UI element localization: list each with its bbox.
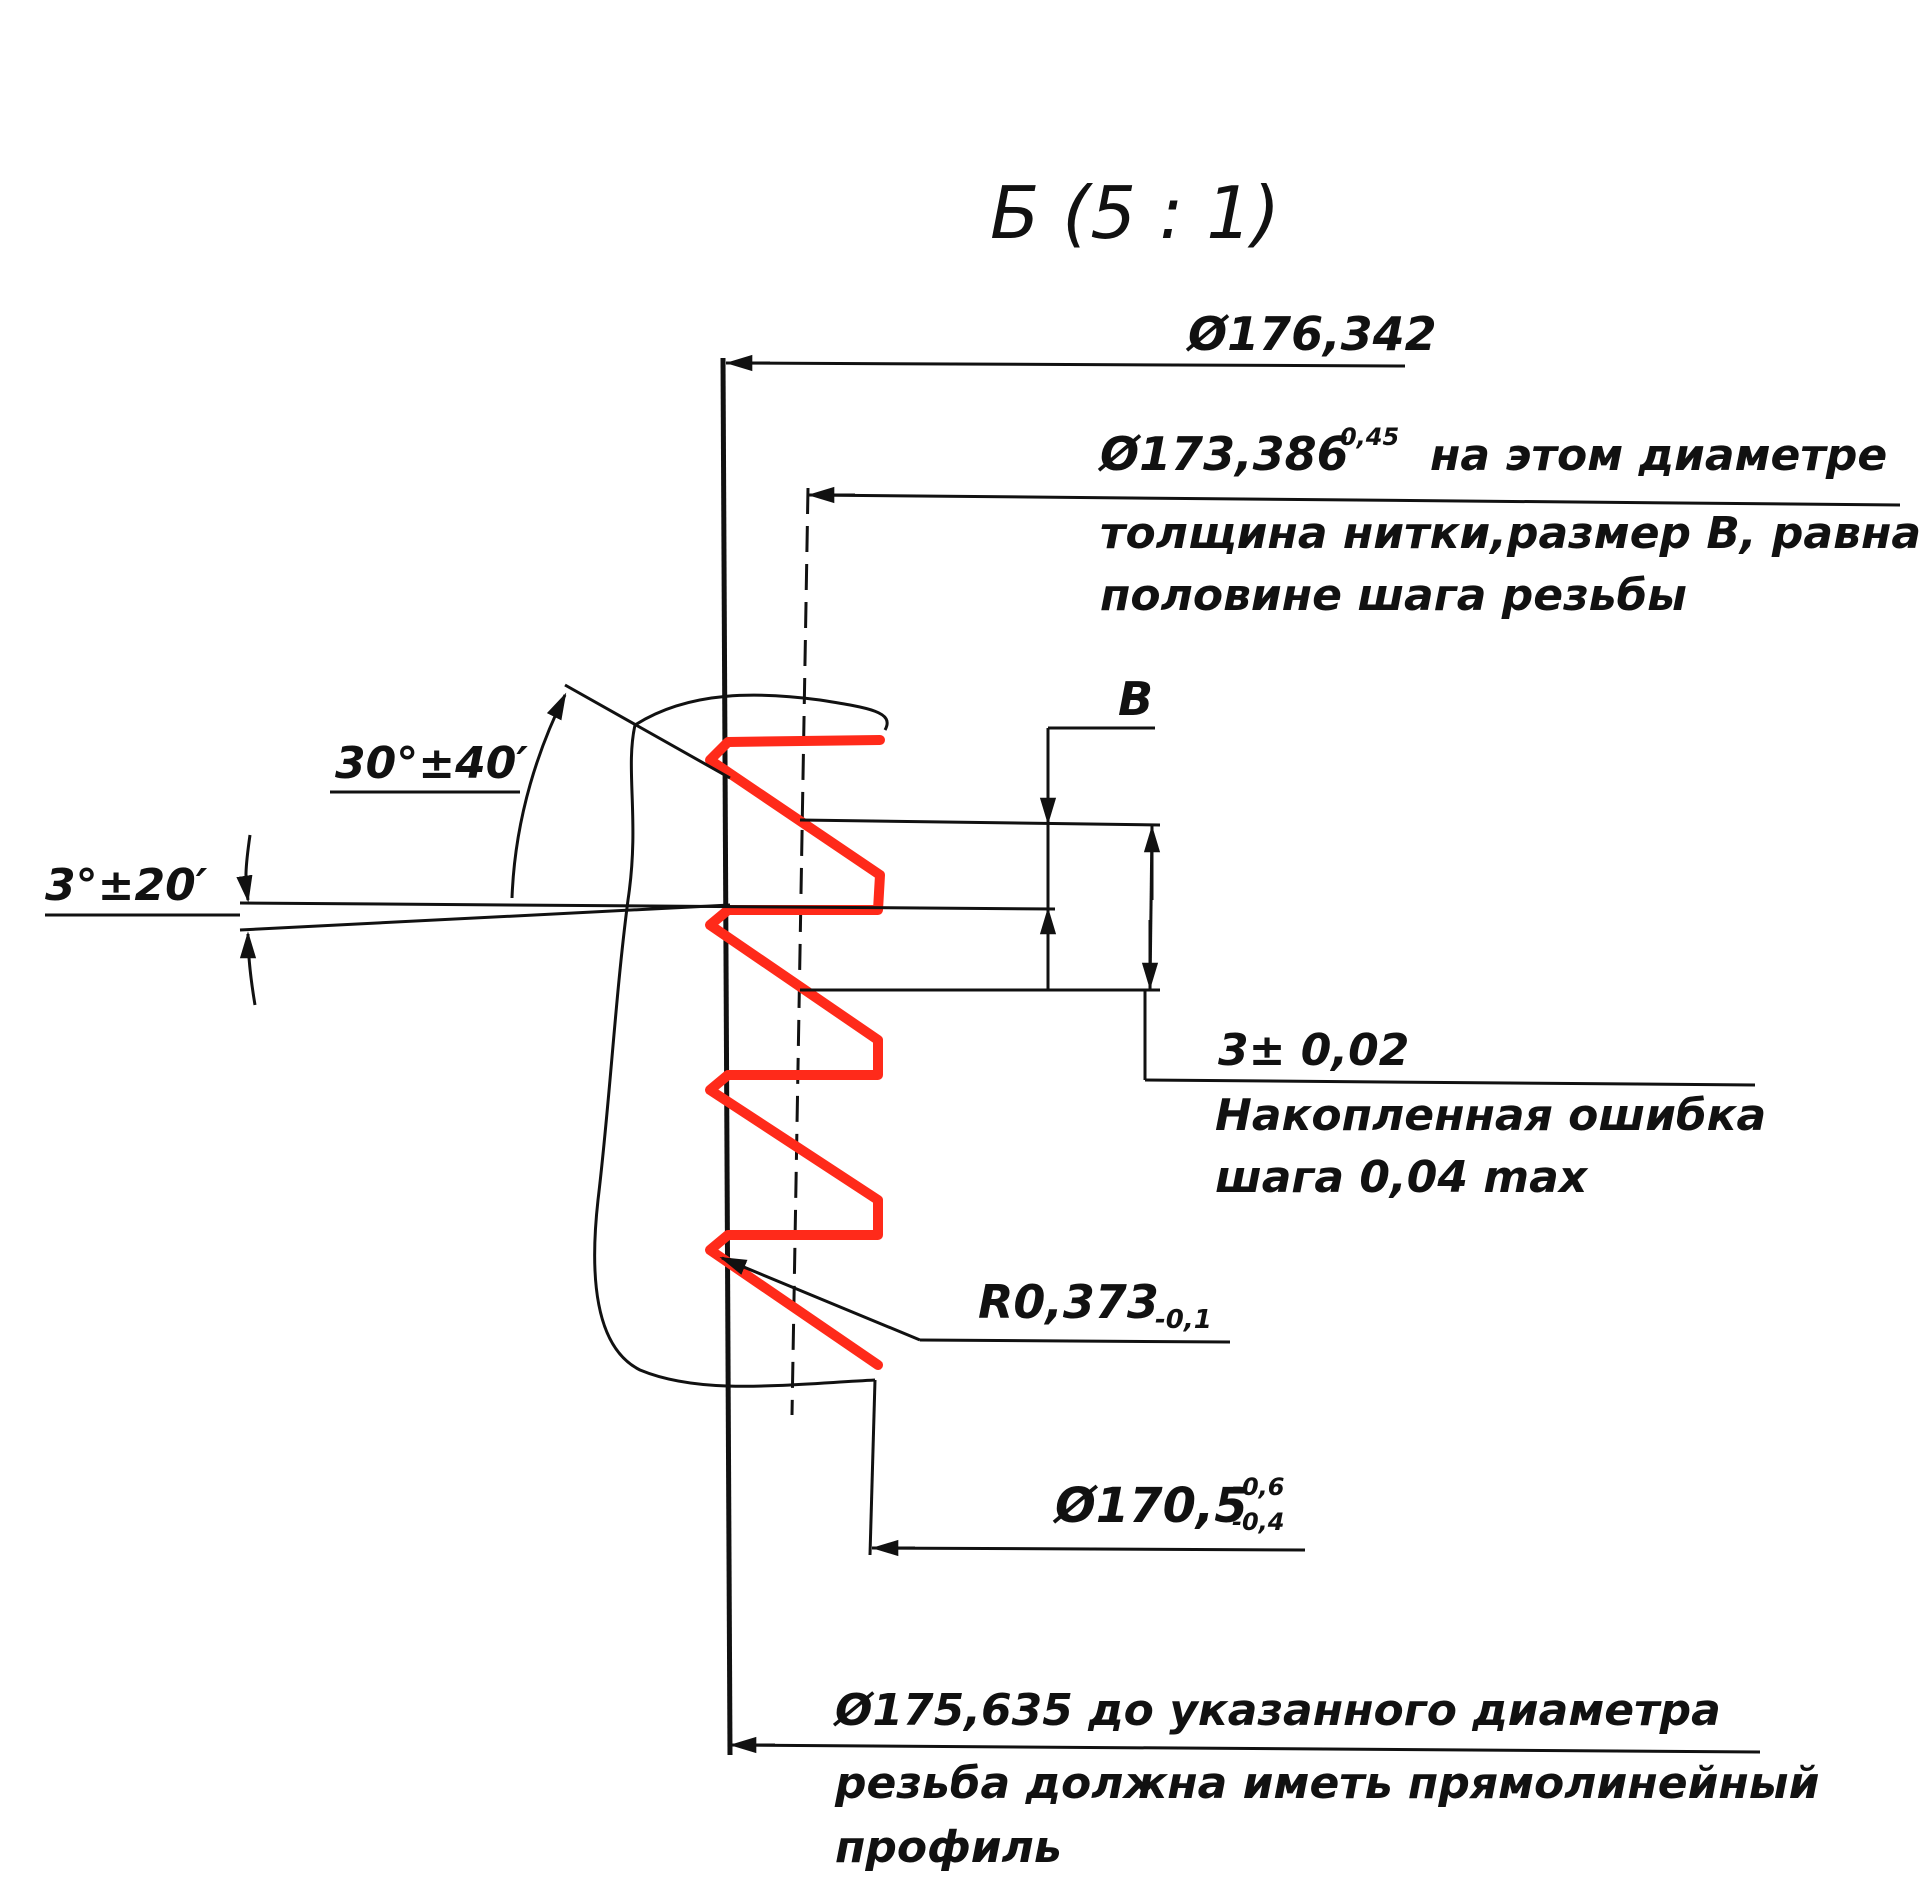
view-title: Б (5 : 1)	[990, 171, 1280, 255]
pitch-note-line1: Накопленная ошибка	[1215, 1090, 1766, 1141]
angle30-label: 30°±40′	[335, 738, 528, 789]
radius-label: R0,373	[978, 1275, 1159, 1329]
angle3-arc-top	[236, 834, 253, 903]
d173-tolerance: -0,45	[1330, 423, 1399, 451]
thread-profile-highlight	[705, 735, 885, 1370]
angle3-label: 3°±20′	[45, 860, 208, 911]
flank-line-30	[564, 683, 731, 780]
horizontal-reference-line	[239, 901, 1056, 911]
radius-tolerance: -0,1	[1155, 1305, 1212, 1335]
radius-leader-arrow	[719, 1256, 921, 1342]
d176-leader	[725, 361, 1406, 368]
d175-label: Ø175,635 до указанного диаметра	[832, 1685, 1721, 1736]
pitch-leader-horizontal	[1144, 1078, 1756, 1087]
main-axis-line	[720, 357, 733, 1756]
angle3-flank-line	[239, 903, 731, 932]
d170-tolerance-lower: -0,4	[1232, 1508, 1284, 1536]
b-label: В	[1118, 672, 1153, 726]
pitch-note-line2: шага 0,04 max	[1215, 1152, 1589, 1203]
d173-note-line2: толщина нитки,размер В, равна	[1100, 508, 1920, 559]
d175-leader	[729, 1743, 1761, 1754]
d173-note-line1: на этом диаметре	[1430, 430, 1887, 481]
d173-note-line3: половине шага резьбы	[1100, 570, 1687, 621]
pitch-diameter-line	[790, 487, 810, 1416]
d173-leader	[807, 493, 1901, 507]
profile-top-outline	[634, 693, 889, 731]
d175-note-line2: профиль	[835, 1822, 1062, 1873]
angle3-arc-bottom	[239, 931, 257, 1006]
pitch-label: 3± 0,02	[1218, 1025, 1409, 1076]
d170-leader	[871, 1546, 1306, 1552]
b-extension-top	[799, 818, 1161, 827]
radius-leader-horizontal	[919, 1338, 1231, 1344]
d170-label: Ø170,5	[1052, 1478, 1248, 1534]
d176-label: Ø176,342	[1185, 307, 1437, 361]
d175-note-line1: резьба должна иметь прямолинейный	[834, 1758, 1819, 1809]
angle30-arc	[510, 692, 567, 899]
minor-diameter-line	[868, 1379, 877, 1556]
profile-left-outline	[593, 724, 876, 1388]
d173-label: Ø173,386	[1097, 427, 1349, 481]
d170-tolerance-upper: -0,6	[1232, 1473, 1284, 1501]
